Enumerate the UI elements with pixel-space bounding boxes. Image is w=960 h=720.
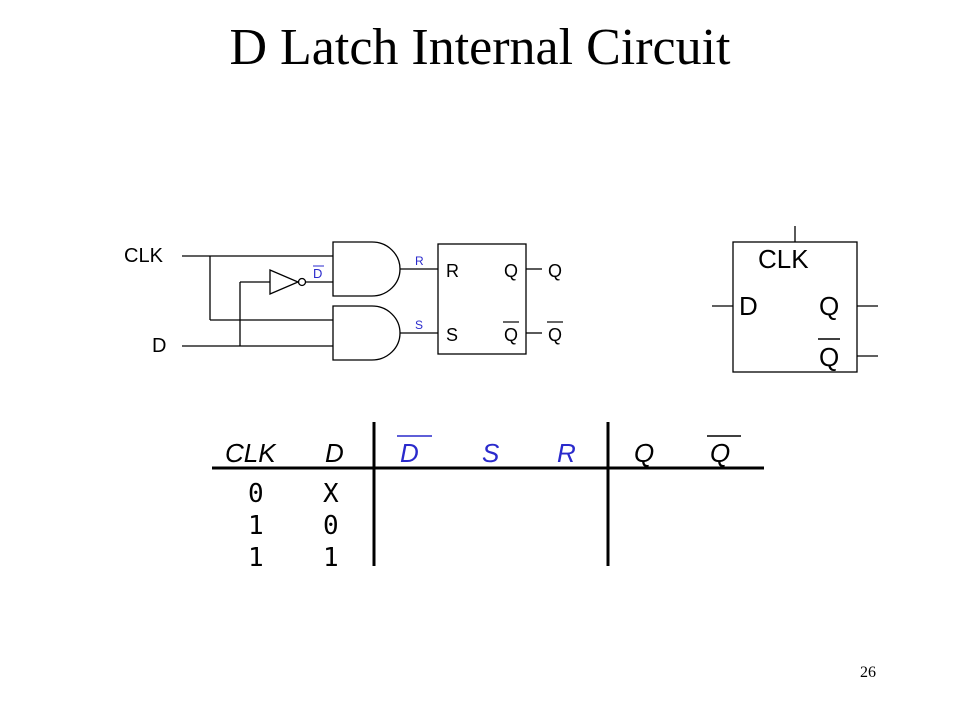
tt-row-2-d: 0 (323, 511, 339, 541)
d-bar-label: D (313, 266, 322, 281)
inverter-gate (269, 269, 300, 295)
tt-row-2-clk: 1 (248, 511, 264, 541)
tt-row-1-d: X (323, 479, 339, 509)
sr-latch-box (437, 243, 527, 355)
inverter-bubble (297, 277, 307, 287)
and-gate-top (332, 241, 401, 297)
sr-latch-r-pin: R (446, 261, 459, 281)
symbol-q-label: Q (819, 291, 839, 321)
sr-latch-s-pin: S (446, 325, 458, 345)
clk-input-label: CLK (124, 245, 164, 267)
q-output-label: Q (548, 261, 562, 281)
symbol-d-label: D (739, 291, 758, 321)
sr-latch-q-bar-pin: Q (504, 325, 518, 345)
q-bar-output-label: Q (548, 325, 562, 345)
sr-latch-q-pin: Q (504, 261, 518, 281)
tt-row-1-clk: 0 (248, 479, 264, 509)
symbol-clk-label: CLK (758, 244, 809, 274)
d-input-label: D (152, 335, 166, 357)
truth-table: CLK D D S R Q Q 0 X 1 0 1 1 (212, 422, 764, 573)
d-latch-symbol: CLK D Q Q (712, 226, 878, 373)
tt-header-clk: CLK (225, 438, 277, 468)
tt-header-d: D (325, 438, 344, 468)
tt-row-3-clk: 1 (248, 543, 264, 573)
latch-circuit: CLK D D R S R S Q Q Q Q (124, 241, 563, 361)
symbol-q-bar-label: Q (819, 342, 839, 372)
page-number: 26 (860, 664, 876, 681)
tt-header-q-bar: Q (710, 438, 730, 468)
s-wire-label: S (415, 318, 423, 332)
r-wire-label: R (415, 254, 424, 268)
tt-header-q: Q (634, 438, 654, 468)
tt-header-r: R (557, 438, 576, 468)
tt-header-d-bar: D (400, 438, 419, 468)
and-gate-bottom (332, 305, 401, 361)
slide-title: D Latch Internal Circuit (229, 19, 731, 76)
tt-row-3-d: 1 (323, 543, 339, 573)
tt-header-s: S (482, 438, 500, 468)
